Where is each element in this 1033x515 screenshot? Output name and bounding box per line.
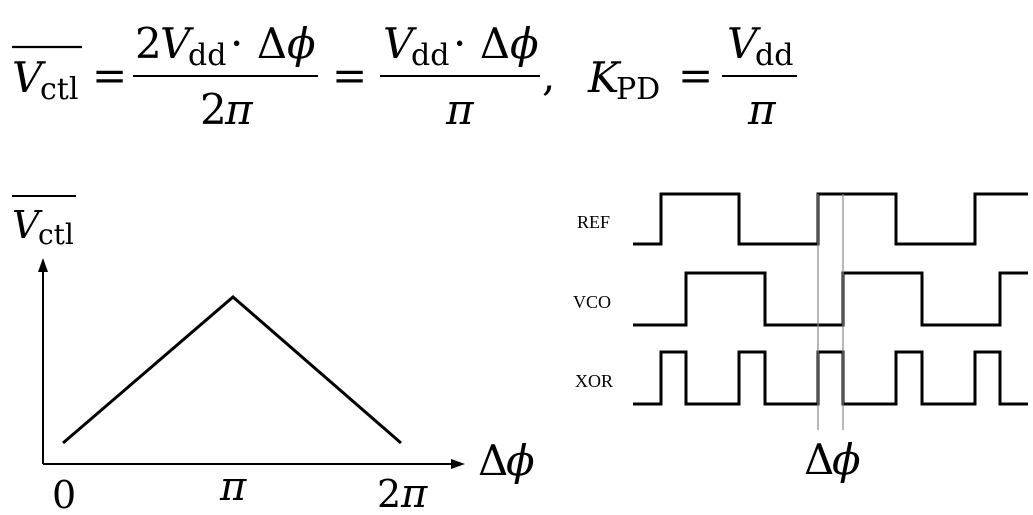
frac2-num-sub: dd: [411, 38, 449, 73]
equation: V ctl = 2 V dd · Δ ϕ 2 π = V dd · Δ ϕ π …: [12, 19, 797, 134]
characteristic-plot: V ctl Δ ϕ 0 π 2 π: [12, 195, 535, 515]
kpd-subscript: PD: [616, 72, 660, 107]
tick-2pi-coef: 2: [377, 472, 401, 515]
equals-1: =: [92, 51, 127, 100]
frac1-den-coef: 2: [200, 85, 227, 134]
ylabel-subscript: ctl: [38, 218, 74, 251]
x-axis-arrowhead: [451, 459, 465, 469]
frac1-num-rest: · Δ: [230, 19, 287, 68]
frac1-num-phi: ϕ: [287, 19, 316, 68]
phase-marker-phi: ϕ: [832, 435, 861, 484]
vco-waveform: [633, 271, 1028, 327]
tick-2pi-pi: π: [400, 471, 428, 515]
frac1-num-v: V: [160, 19, 194, 68]
signal-label-vco: VCO: [573, 292, 611, 312]
frac2-num-v: V: [383, 19, 417, 68]
xlabel-delta: Δ: [478, 436, 508, 485]
equals-3: =: [678, 51, 713, 100]
xlabel-phi: ϕ: [506, 436, 535, 485]
vctl-symbol: V: [12, 53, 46, 102]
kpd-symbol: K: [587, 53, 622, 102]
frac3-den-pi: π: [747, 85, 777, 134]
frac2-num-phi: ϕ: [510, 19, 539, 68]
frac1-num-coef: 2: [135, 19, 162, 68]
signal-label-xor: XOR: [575, 371, 613, 391]
vctl-subscript: ctl: [40, 72, 78, 107]
ref-waveform: [633, 192, 1028, 246]
frac1-den-pi: π: [224, 85, 254, 134]
frac3-num-v: V: [727, 19, 761, 68]
ylabel-symbol: V: [12, 203, 43, 247]
triangle-curve: [62, 295, 402, 445]
frac3-num-sub: dd: [755, 38, 793, 73]
signal-label-ref: REF: [577, 212, 610, 232]
xor-waveform: [633, 350, 1028, 406]
frac1-num-sub: dd: [188, 38, 226, 73]
frac2-den-pi: π: [445, 85, 475, 134]
phase-marker-delta: Δ: [804, 435, 834, 484]
tick-pi: π: [219, 464, 247, 510]
comma: ,: [542, 51, 555, 100]
frac2-num-rest: · Δ: [453, 19, 510, 68]
timing-diagram: REF VCO XOR Δ ϕ: [573, 192, 1028, 484]
equals-2: =: [332, 51, 367, 100]
tick-zero: 0: [52, 473, 76, 515]
y-axis-arrowhead: [38, 258, 48, 272]
